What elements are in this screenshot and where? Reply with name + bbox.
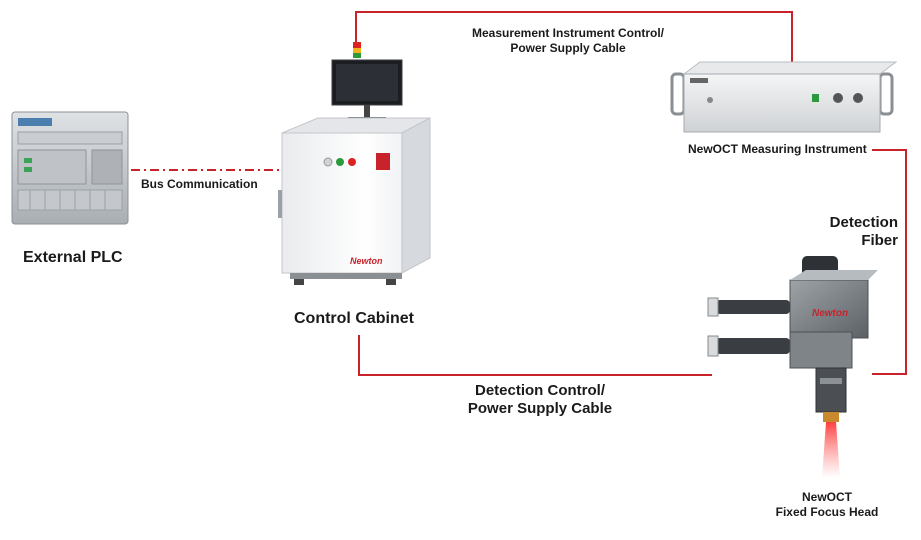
instrument-cable-label: Measurement Instrument Control/ Power Su…	[455, 26, 681, 56]
external-plc-label: External PLC	[23, 249, 123, 266]
control-cabinet-device: Newton	[278, 42, 431, 285]
focus-head-label-line2: Fixed Focus Head	[775, 505, 879, 519]
focus-head-label-line1: NewOCT	[801, 490, 852, 504]
detection-fiber-label-line2: Fiber	[861, 232, 898, 249]
detection-fiber-cable	[872, 149, 907, 375]
control-cabinet-label: Control Cabinet	[294, 310, 414, 327]
detection-cable-label-line2: Power Supply Cable	[467, 400, 613, 417]
focus-head-label: NewOCT Fixed Focus Head	[762, 490, 892, 520]
detection-fiber-label-line1: Detection	[829, 214, 898, 231]
detection-fiber-label: Detection Fiber	[824, 214, 898, 250]
instrument-cable-label-line1: Measurement Instrument Control/	[471, 26, 665, 40]
detection-control-cable	[358, 335, 712, 376]
instrument-control-cable	[355, 11, 793, 62]
bus-communication-label: Bus Communication	[141, 177, 258, 191]
svg-text:Newton: Newton	[350, 256, 383, 266]
detection-cable-label-line1: Detection Control/	[475, 382, 605, 399]
instrument-cable-label-line2: Power Supply Cable	[510, 41, 626, 55]
measuring-instrument-device	[670, 61, 898, 133]
measuring-instrument-label: NewOCT Measuring Instrument	[688, 142, 867, 156]
fixed-focus-head-device: Newton	[707, 256, 878, 478]
plc-device	[11, 111, 129, 225]
detection-cable-label: Detection Control/ Power Supply Cable	[455, 382, 625, 418]
cable-lines	[131, 11, 907, 376]
svg-text:Newton: Newton	[812, 308, 848, 319]
